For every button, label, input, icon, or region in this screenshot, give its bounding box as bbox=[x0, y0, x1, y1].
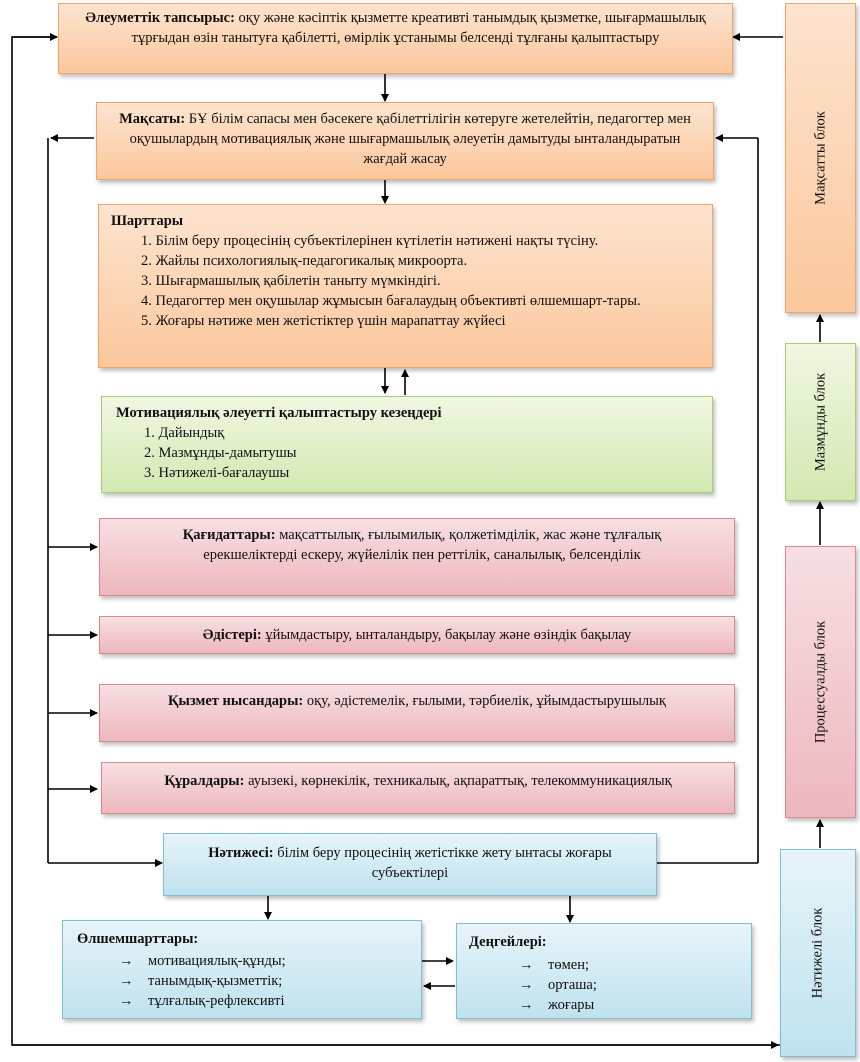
stages-title: Мотивациялық әлеуетті қалыптастыру кезең… bbox=[116, 405, 442, 421]
methods-box: Әдістері: ұйымдастыру, ынталандыру, бақы… bbox=[99, 616, 735, 654]
levels-item-3: → жоғары bbox=[519, 997, 595, 1013]
stages-item-3: 3. Нәтижелі-бағалаушы bbox=[144, 465, 290, 481]
tools-text: ауызекі, көрнекілік, техникалық, ақпарат… bbox=[244, 773, 672, 789]
criteria-item-3: → тұлғалық-рефлексивті bbox=[119, 993, 285, 1009]
social-order-box: Әлеуметтік тапсырыс: оқу және кәсіптік қ… bbox=[58, 3, 733, 74]
result-label: Нәтижесі: bbox=[208, 845, 274, 861]
goal-box: Мақсаты: БҰ білім сапасы мен бәсекеге қа… bbox=[96, 102, 714, 180]
result-text: білім беру процесінің жетістікке жету ын… bbox=[273, 845, 612, 881]
criteria-box: Өлшемшарттары: → мотивациялық-құнды; → т… bbox=[62, 920, 422, 1019]
criteria-title: Өлшемшарттары: bbox=[77, 931, 199, 947]
social-order-label: Әлеуметтік тапсырыс: bbox=[85, 10, 235, 26]
stages-box: Мотивациялық әлеуетті қалыптастыру кезең… bbox=[101, 396, 713, 493]
goal-text: БҰ білім сапасы мен бәсекеге қабілеттілі… bbox=[129, 111, 691, 167]
conditions-item-4: 4. Педагогтер мен оқушылар жұмысын бағал… bbox=[141, 293, 641, 309]
social-order-text: оқу және кәсіптік қызметте креативті тан… bbox=[131, 10, 706, 46]
stages-item-1: 1. Дайындық bbox=[144, 425, 225, 441]
result-box: Нәтижесі: білім беру процесінің жетістік… bbox=[163, 833, 657, 896]
conditions-box: Шарттары 1. Білім беру процесінің субъек… bbox=[98, 204, 713, 368]
tools-label: Құралдары: bbox=[164, 773, 245, 789]
forms-box: Қызмет нысандары: оқу, әдістемелік, ғылы… bbox=[99, 684, 735, 742]
forms-text: оқу, әдістемелік, ғылыми, тәрбиелік, ұйы… bbox=[303, 693, 666, 709]
forms-label: Қызмет нысандары: bbox=[168, 693, 304, 709]
levels-item-1: → төмен; bbox=[519, 957, 589, 973]
principles-label: Қағидаттары: bbox=[182, 527, 276, 543]
result-block: Нәтижелі блок bbox=[780, 849, 856, 1057]
conditions-item-3: 3. Шығармашылық қабілетін таныту мүмкінд… bbox=[141, 273, 441, 289]
target-block-label: Мақсатты блок bbox=[812, 111, 828, 205]
conditions-item-1: 1. Білім беру процесінің субъектілерінен… bbox=[141, 233, 599, 249]
criteria-item-1: → мотивациялық-құнды; bbox=[119, 953, 286, 969]
criteria-item-2: → танымдық-қызметтік; bbox=[119, 973, 283, 989]
methods-text: ұйымдастыру, ынталандыру, бақылау және ө… bbox=[261, 627, 632, 643]
conditions-item-5: 5. Жоғары нәтиже мен жетістіктер үшін ма… bbox=[141, 313, 506, 329]
stages-item-2: 2. Мазмұнды-дамытушы bbox=[144, 445, 297, 461]
target-block: Мақсатты блок bbox=[785, 3, 856, 313]
methods-label: Әдістері: bbox=[202, 627, 262, 643]
principles-box: Қағидаттары: мақсаттылық, ғылымилық, қол… bbox=[99, 518, 735, 596]
levels-title: Деңгейлері: bbox=[469, 934, 547, 950]
process-block-label: Процессуалды блок bbox=[812, 620, 828, 744]
levels-item-2: → орташа; bbox=[519, 977, 597, 993]
levels-box: Деңгейлері: → төмен; → орташа; → жоғары bbox=[456, 923, 752, 1019]
result-block-label: Нәтижелі блок bbox=[809, 907, 826, 999]
content-block-label: Мазмұнды блок bbox=[812, 372, 828, 472]
process-block: Процессуалды блок bbox=[785, 546, 856, 818]
conditions-title: Шарттары bbox=[111, 213, 184, 229]
tools-box: Құралдары: ауызекі, көрнекілік, техникал… bbox=[101, 762, 735, 814]
goal-label: Мақсаты: bbox=[119, 111, 186, 127]
principles-text: мақсаттылық, ғылымилық, қолжетімділік, ж… bbox=[203, 527, 662, 563]
content-block: Мазмұнды блок bbox=[785, 343, 856, 501]
conditions-item-2: 2. Жайлы психологиялық-педагогикалық мик… bbox=[141, 253, 468, 269]
